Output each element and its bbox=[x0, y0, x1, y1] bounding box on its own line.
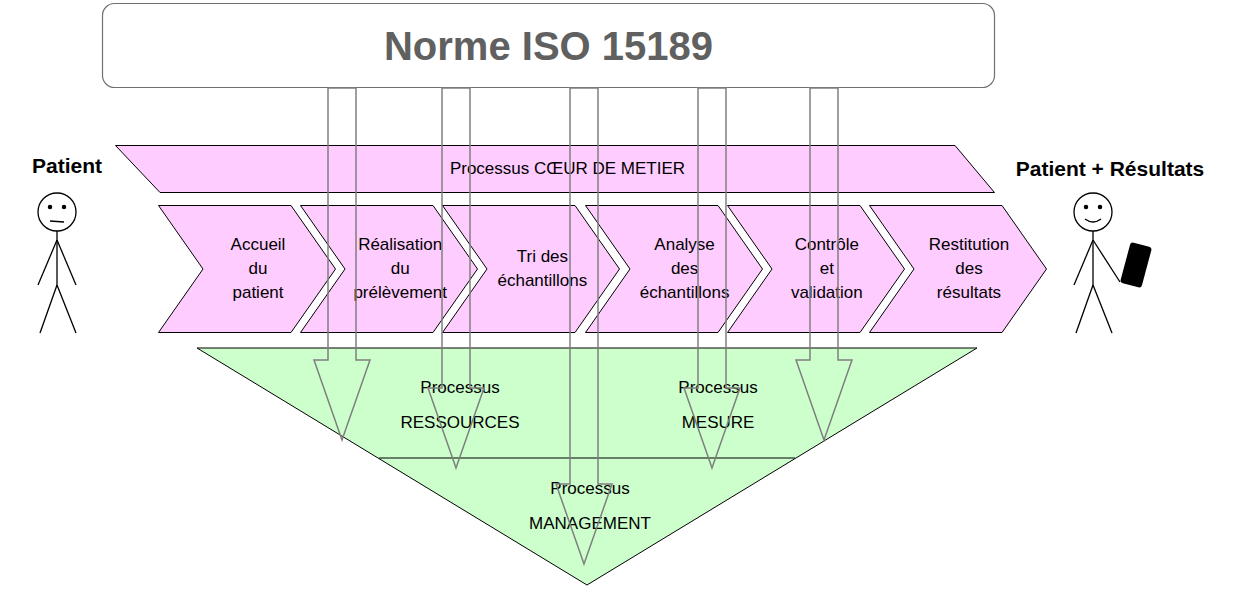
node-text-area: Processus RESSOURCES bbox=[300, 370, 620, 440]
process-step-chevron: Restitution des résultats bbox=[869, 205, 1047, 333]
chevron-outline bbox=[300, 205, 478, 333]
node-text-area: Processus CŒUR DE METIER bbox=[115, 145, 995, 193]
standard-box: Norme ISO 15189 bbox=[102, 3, 995, 88]
chevron-outline bbox=[727, 205, 905, 333]
hollow-arrow bbox=[796, 88, 852, 440]
chevron-outline bbox=[442, 205, 620, 333]
chevron-path bbox=[585, 206, 762, 333]
node-text-area: Norme ISO 15189 bbox=[102, 3, 995, 88]
node-text: Analyse des échantillons bbox=[640, 233, 730, 305]
process-step-chevron: Analyse des échantillons bbox=[585, 205, 763, 333]
region-divider bbox=[379, 458, 795, 459]
core-process-band: Processus CŒUR DE METIER bbox=[115, 145, 995, 193]
chevron-path bbox=[443, 206, 620, 333]
node-text: Processus CŒUR DE METIER bbox=[450, 158, 685, 180]
node-text-area: Processus MANAGEMENT bbox=[420, 468, 760, 564]
node-text: Réalisation du prélèvement bbox=[353, 233, 447, 305]
figure-label: Patient bbox=[32, 154, 102, 178]
node-text-area: Analyse des échantillons bbox=[585, 205, 763, 333]
process-step-chevron: Accueil du patient bbox=[158, 205, 336, 333]
process-region: Processus MANAGEMENT bbox=[420, 468, 760, 564]
node-text: Norme ISO 15189 bbox=[384, 23, 713, 69]
hollow-arrow bbox=[314, 88, 370, 440]
process-step-chevron: Tri des échantillons bbox=[442, 205, 620, 333]
chevron-path bbox=[301, 206, 478, 333]
process-region: Processus RESSOURCES bbox=[300, 370, 620, 440]
node-text: Restitution des résultats bbox=[929, 233, 1009, 305]
process-step-chevron: Réalisation du prélèvement bbox=[300, 205, 478, 333]
node-text-area: Processus MESURE bbox=[588, 370, 848, 440]
node-text-area: Accueil du patient bbox=[158, 205, 336, 333]
hollow-arrow bbox=[684, 88, 740, 468]
process-triangle bbox=[197, 348, 977, 585]
stick-figure-left bbox=[38, 193, 76, 333]
chevron-path bbox=[870, 206, 1047, 333]
process-region: Processus MESURE bbox=[588, 370, 848, 440]
stick-figure-right bbox=[1074, 193, 1120, 333]
chevron-path bbox=[159, 206, 336, 333]
band-path bbox=[116, 146, 995, 193]
node-text-area: Contrôle et validation bbox=[727, 205, 905, 333]
chevron-outline bbox=[158, 205, 336, 333]
node-text-area: Réalisation du prélèvement bbox=[300, 205, 478, 333]
node-text: Contrôle et validation bbox=[791, 233, 863, 305]
node-text: Tri des échantillons bbox=[498, 245, 588, 293]
process-step-chevron: Contrôle et validation bbox=[727, 205, 905, 333]
rounded-path bbox=[103, 4, 995, 88]
node-text: Processus MANAGEMENT bbox=[529, 471, 651, 541]
node-text: Processus MESURE bbox=[678, 370, 757, 440]
node-text-area: Tri des échantillons bbox=[442, 205, 620, 333]
node-text: Accueil du patient bbox=[231, 233, 286, 305]
node-text-area: Restitution des résultats bbox=[869, 205, 1047, 333]
result-tablet bbox=[1120, 242, 1152, 288]
node-text: Processus RESSOURCES bbox=[400, 370, 519, 440]
hollow-arrow bbox=[428, 88, 484, 468]
chevron-path bbox=[727, 206, 904, 333]
figure-label: Patient + Résultats bbox=[1016, 157, 1204, 181]
hollow-arrow bbox=[556, 88, 612, 564]
